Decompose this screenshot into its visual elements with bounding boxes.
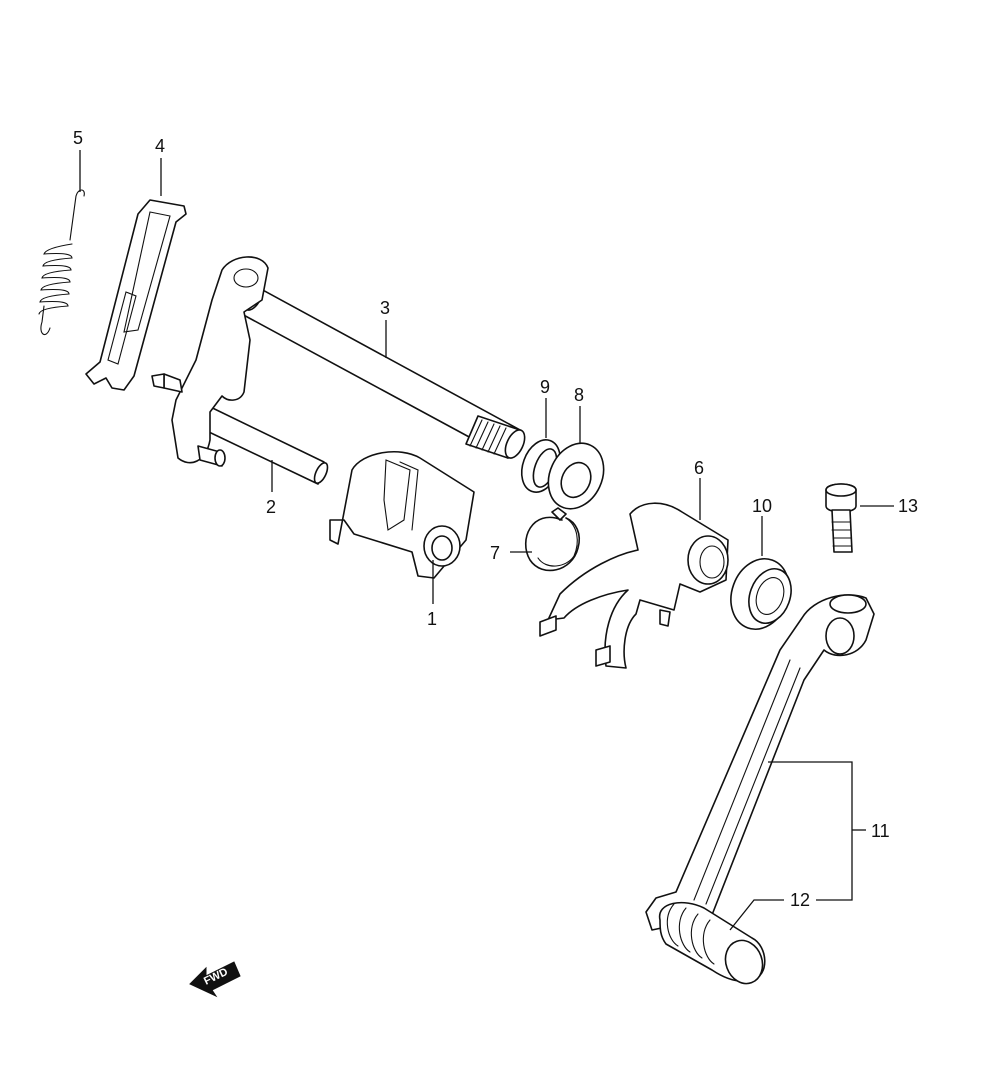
bolt-part [825,483,857,553]
footpeg-rubber-part [658,901,766,985]
circlip-part [525,507,581,572]
stopper-plate-part [85,199,187,391]
callout-5: 5 [73,128,83,148]
callout-13: 13 [898,496,918,516]
callout-6: 6 [694,458,704,478]
callout-10: 10 [752,496,772,516]
callout-11: 11 [871,821,890,841]
leader-lines [79,150,894,931]
bearing-part [730,558,792,630]
callout-3: 3 [380,298,390,318]
callout-9: 9 [540,377,550,397]
washer-8-part [547,442,605,510]
fwd-arrow-icon: FWD [189,961,241,998]
gear-shift-cam-part [329,451,475,579]
spring-part [38,189,85,336]
callout-8: 8 [574,385,584,405]
callout-1: 1 [427,609,437,629]
callout-2: 2 [266,497,276,517]
callout-7: 7 [490,543,500,563]
shift-fork-part [539,502,729,669]
callout-12: 12 [790,890,810,910]
shift-lever-arm [151,256,269,467]
callout-4: 4 [155,136,165,156]
